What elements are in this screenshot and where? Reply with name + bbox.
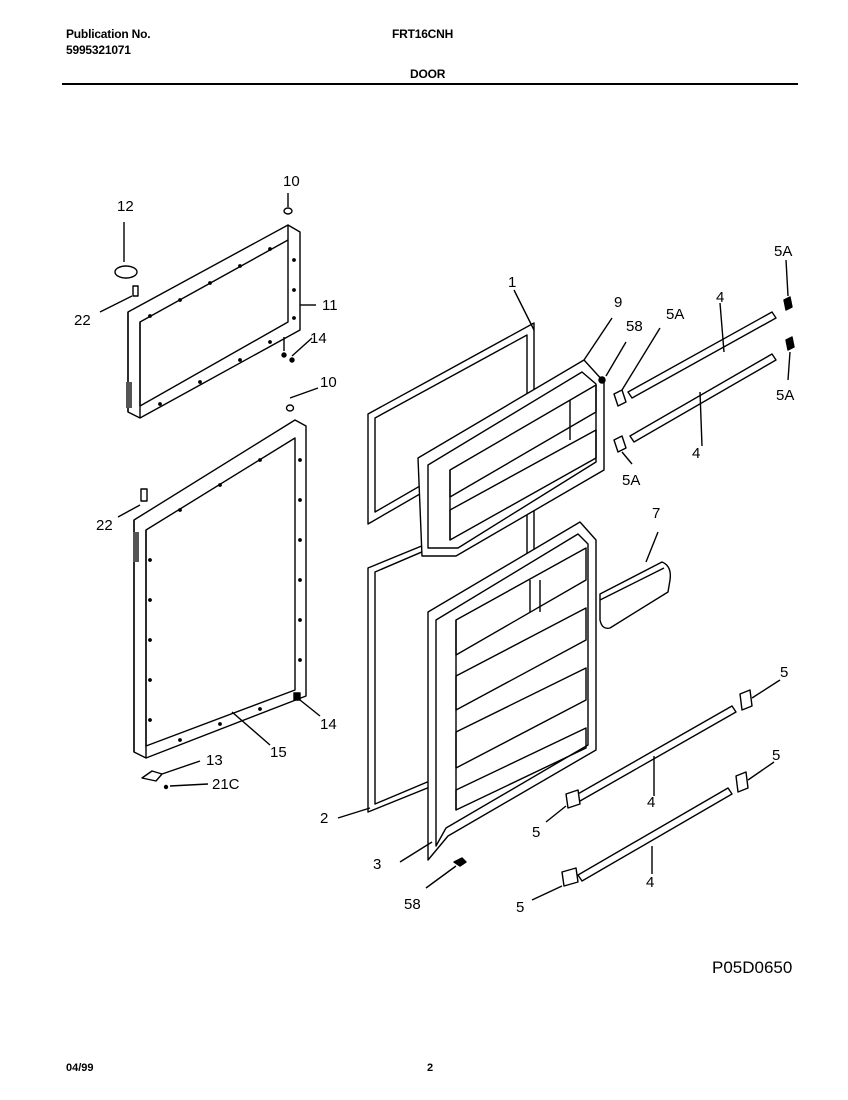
publication-number: 5995321071 [66, 43, 131, 57]
fresh-food-door-panel [133, 419, 307, 759]
callout-label: 4 [692, 445, 700, 462]
fresh-food-door-liner [399, 521, 597, 889]
freezer-shelf-bar-upper [627, 302, 777, 399]
hinge-pin-freezer [283, 193, 293, 215]
footer-date: 04/99 [66, 1062, 94, 1074]
diagram-code: P05D0650 [712, 958, 793, 977]
publication-label: Publication No. [66, 27, 151, 41]
freezer-screws [281, 337, 313, 363]
callout-label: 14 [320, 716, 337, 733]
callout-label: 5A [776, 387, 794, 404]
shelf-clip-5 [531, 679, 781, 901]
section-title: DOOR [410, 67, 446, 81]
dairy-compartment-door [599, 531, 672, 630]
callout-label: 21C [212, 776, 240, 793]
callout-label: 58 [626, 318, 643, 335]
callout-label: 4 [646, 874, 654, 891]
door-shelf-bar-lower [577, 787, 733, 882]
freezer-door-panel [126, 224, 301, 419]
fresh-food-bottom-screw [293, 692, 321, 717]
hinge-pin-fresh-food [285, 387, 319, 412]
shelf-clip-5a [613, 259, 795, 465]
callout-label: 1 [508, 274, 516, 291]
callout-label: 5 [532, 824, 540, 841]
callout-label: 5 [516, 899, 524, 916]
callout-label: 22 [74, 312, 91, 329]
header-rule [62, 83, 798, 85]
callout-label: 14 [310, 330, 327, 347]
callout-label: 5 [772, 747, 780, 764]
callout-label: 9 [614, 294, 622, 311]
door-shelf-bar-middle [575, 705, 737, 802]
freezer-button [114, 222, 138, 279]
callout-label: 4 [647, 794, 655, 811]
callout-label: 5 [780, 664, 788, 681]
callout-label: 15 [270, 744, 287, 761]
callout-labels: 10 12 22 11 14 10 22 14 15 13 21C 1 9 58… [74, 173, 794, 916]
fresh-food-plug [117, 488, 148, 518]
freezer-plug [99, 285, 139, 313]
callout-label: 58 [404, 896, 421, 913]
callout-label: 11 [322, 297, 338, 314]
callout-label: 10 [320, 374, 337, 391]
model-number: FRT16CNH [392, 27, 454, 41]
callout-label: 5A [622, 472, 640, 489]
callout-label: 22 [96, 517, 113, 534]
callout-label: 5A [666, 306, 684, 323]
page-number: 2 [427, 1062, 434, 1074]
callout-label: 10 [283, 173, 300, 190]
freezer-door-liner [417, 317, 627, 557]
callout-label: 3 [373, 856, 381, 873]
callout-label: 12 [117, 198, 134, 215]
freezer-shelf-bar-lower [629, 353, 777, 447]
callout-label: 7 [652, 505, 660, 522]
callout-label: 13 [206, 752, 223, 769]
callout-label: 5A [774, 243, 792, 260]
door-stop-bracket [141, 760, 209, 790]
callout-label: 2 [320, 810, 328, 827]
callout-label: 4 [716, 289, 724, 306]
